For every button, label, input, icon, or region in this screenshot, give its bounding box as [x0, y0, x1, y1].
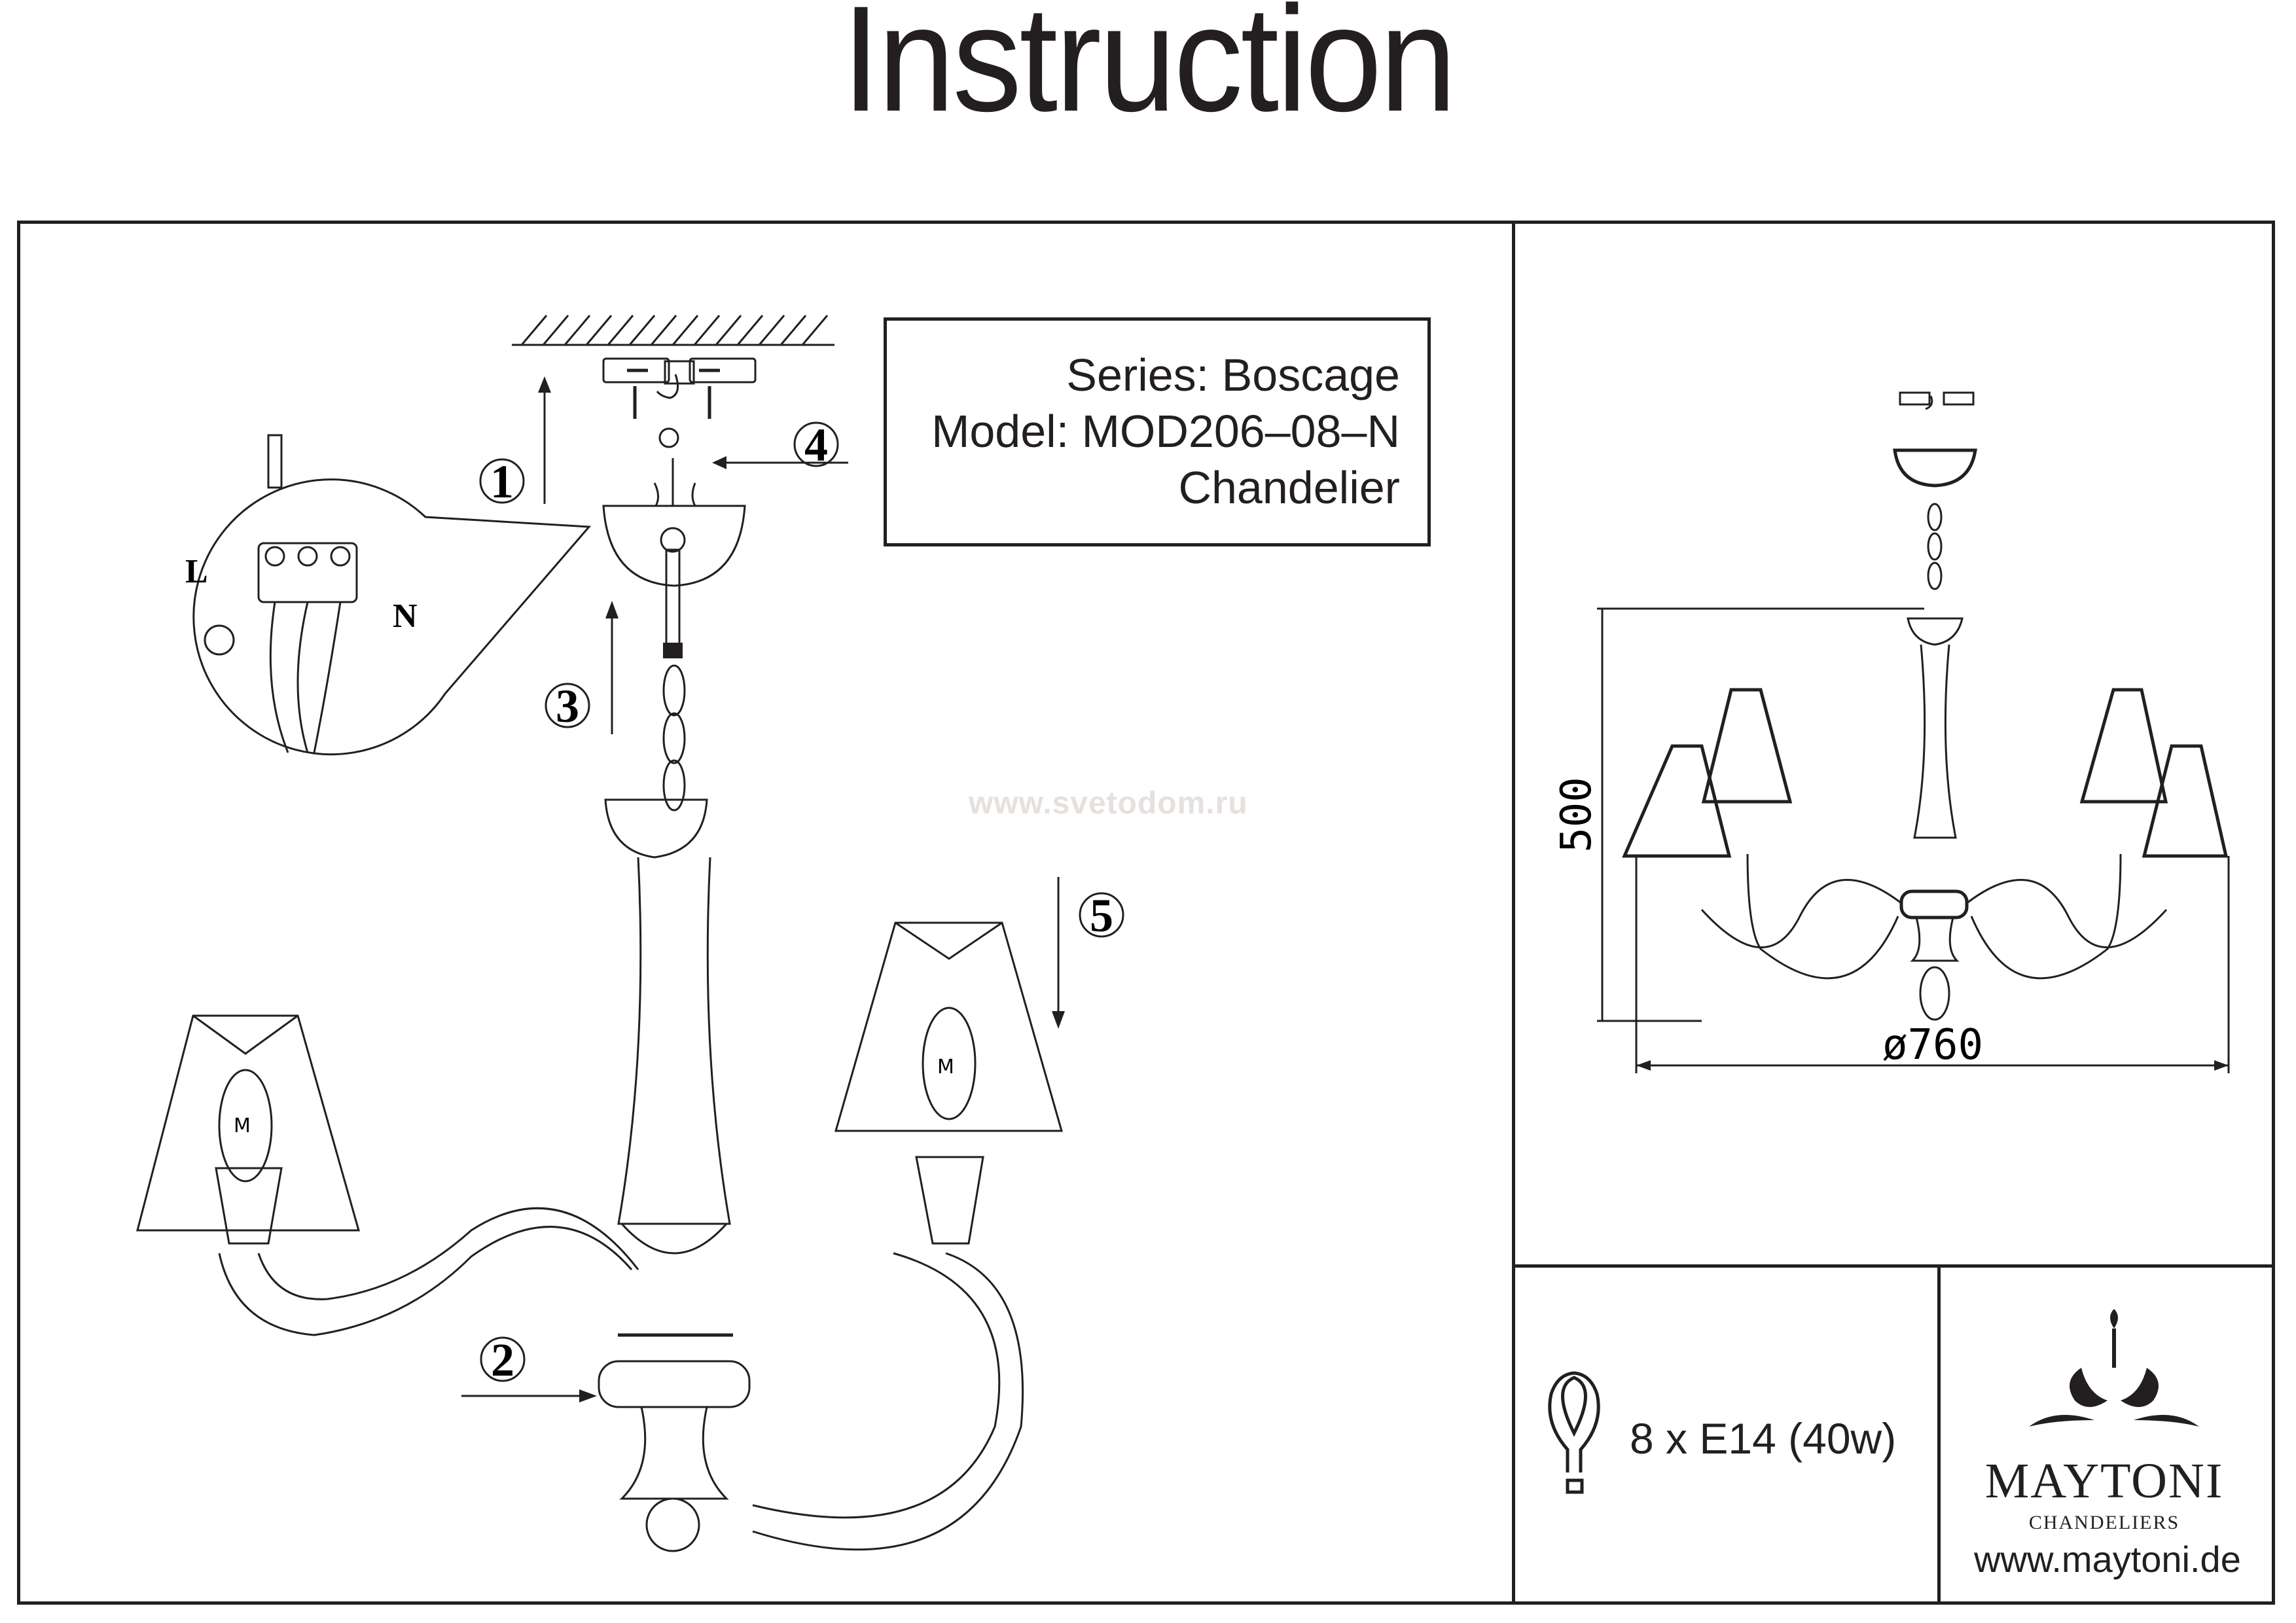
svg-text:2: 2 — [491, 1334, 514, 1386]
wiring-detail-magnifier — [192, 434, 592, 756]
product-type: Chandelier — [1178, 462, 1400, 513]
ceiling-icon — [512, 315, 834, 346]
svg-text:M: M — [234, 1115, 251, 1137]
lightbulb-icon — [1548, 1371, 1600, 1494]
step-4-marker: 4 — [793, 419, 839, 471]
arrow-icon — [461, 376, 1065, 1402]
panel-divider-vertical — [1512, 221, 1515, 1605]
svg-text:M: M — [937, 1056, 954, 1079]
bulb-spec: 8 x E14 (40w) — [1630, 1414, 1897, 1463]
chain-icon — [662, 643, 686, 812]
live-label: L — [185, 553, 208, 590]
step-1-marker: 1 — [479, 455, 525, 508]
panel-divider-horizontal — [1512, 1264, 2275, 1268]
diameter-dimension: ø760 — [1882, 1021, 1983, 1069]
step-3-marker: 3 — [545, 680, 590, 732]
dimension-drawing — [1597, 391, 2230, 1073]
watermark: www.svetodom.ru — [969, 786, 1248, 821]
chandelier-arm-icon — [218, 1207, 1024, 1551]
step-2-marker: 2 — [480, 1334, 526, 1386]
maytoni-logo-icon — [2029, 1309, 2199, 1427]
chandelier-body-icon — [598, 798, 751, 1552]
height-dimension: 500 — [1552, 777, 1601, 853]
svg-text:1: 1 — [490, 455, 514, 508]
brand-tagline: CHANDELIERS — [2028, 1512, 2180, 1533]
mini-bracket-icon — [1899, 391, 1975, 410]
product-info-box: Series: Boscage Model: MOD206–08–N Chand… — [884, 317, 1431, 546]
footer-divider — [1937, 1264, 1941, 1605]
mounting-bracket-icon — [602, 357, 757, 419]
instruction-frame — [17, 221, 2275, 1605]
svg-text:4: 4 — [804, 419, 828, 471]
model-label: Model: MOD206–08–N — [931, 406, 1400, 457]
neutral-label: N — [393, 597, 418, 635]
series-label: Series: Boscage — [1066, 349, 1400, 401]
earth-ground-icon — [204, 624, 235, 656]
document-title: Instruction — [842, 0, 1456, 143]
brand-name: MAYTONI — [1984, 1454, 2224, 1508]
svg-text:3: 3 — [556, 680, 579, 732]
step-5-marker: 5 — [1079, 889, 1124, 942]
svg-text:5: 5 — [1090, 889, 1113, 942]
lamp-shade-right-icon: M — [834, 921, 1063, 1245]
brand-url[interactable]: www.maytoni.de — [1974, 1539, 2241, 1580]
lamp-shade-left-icon: M — [136, 1014, 360, 1245]
